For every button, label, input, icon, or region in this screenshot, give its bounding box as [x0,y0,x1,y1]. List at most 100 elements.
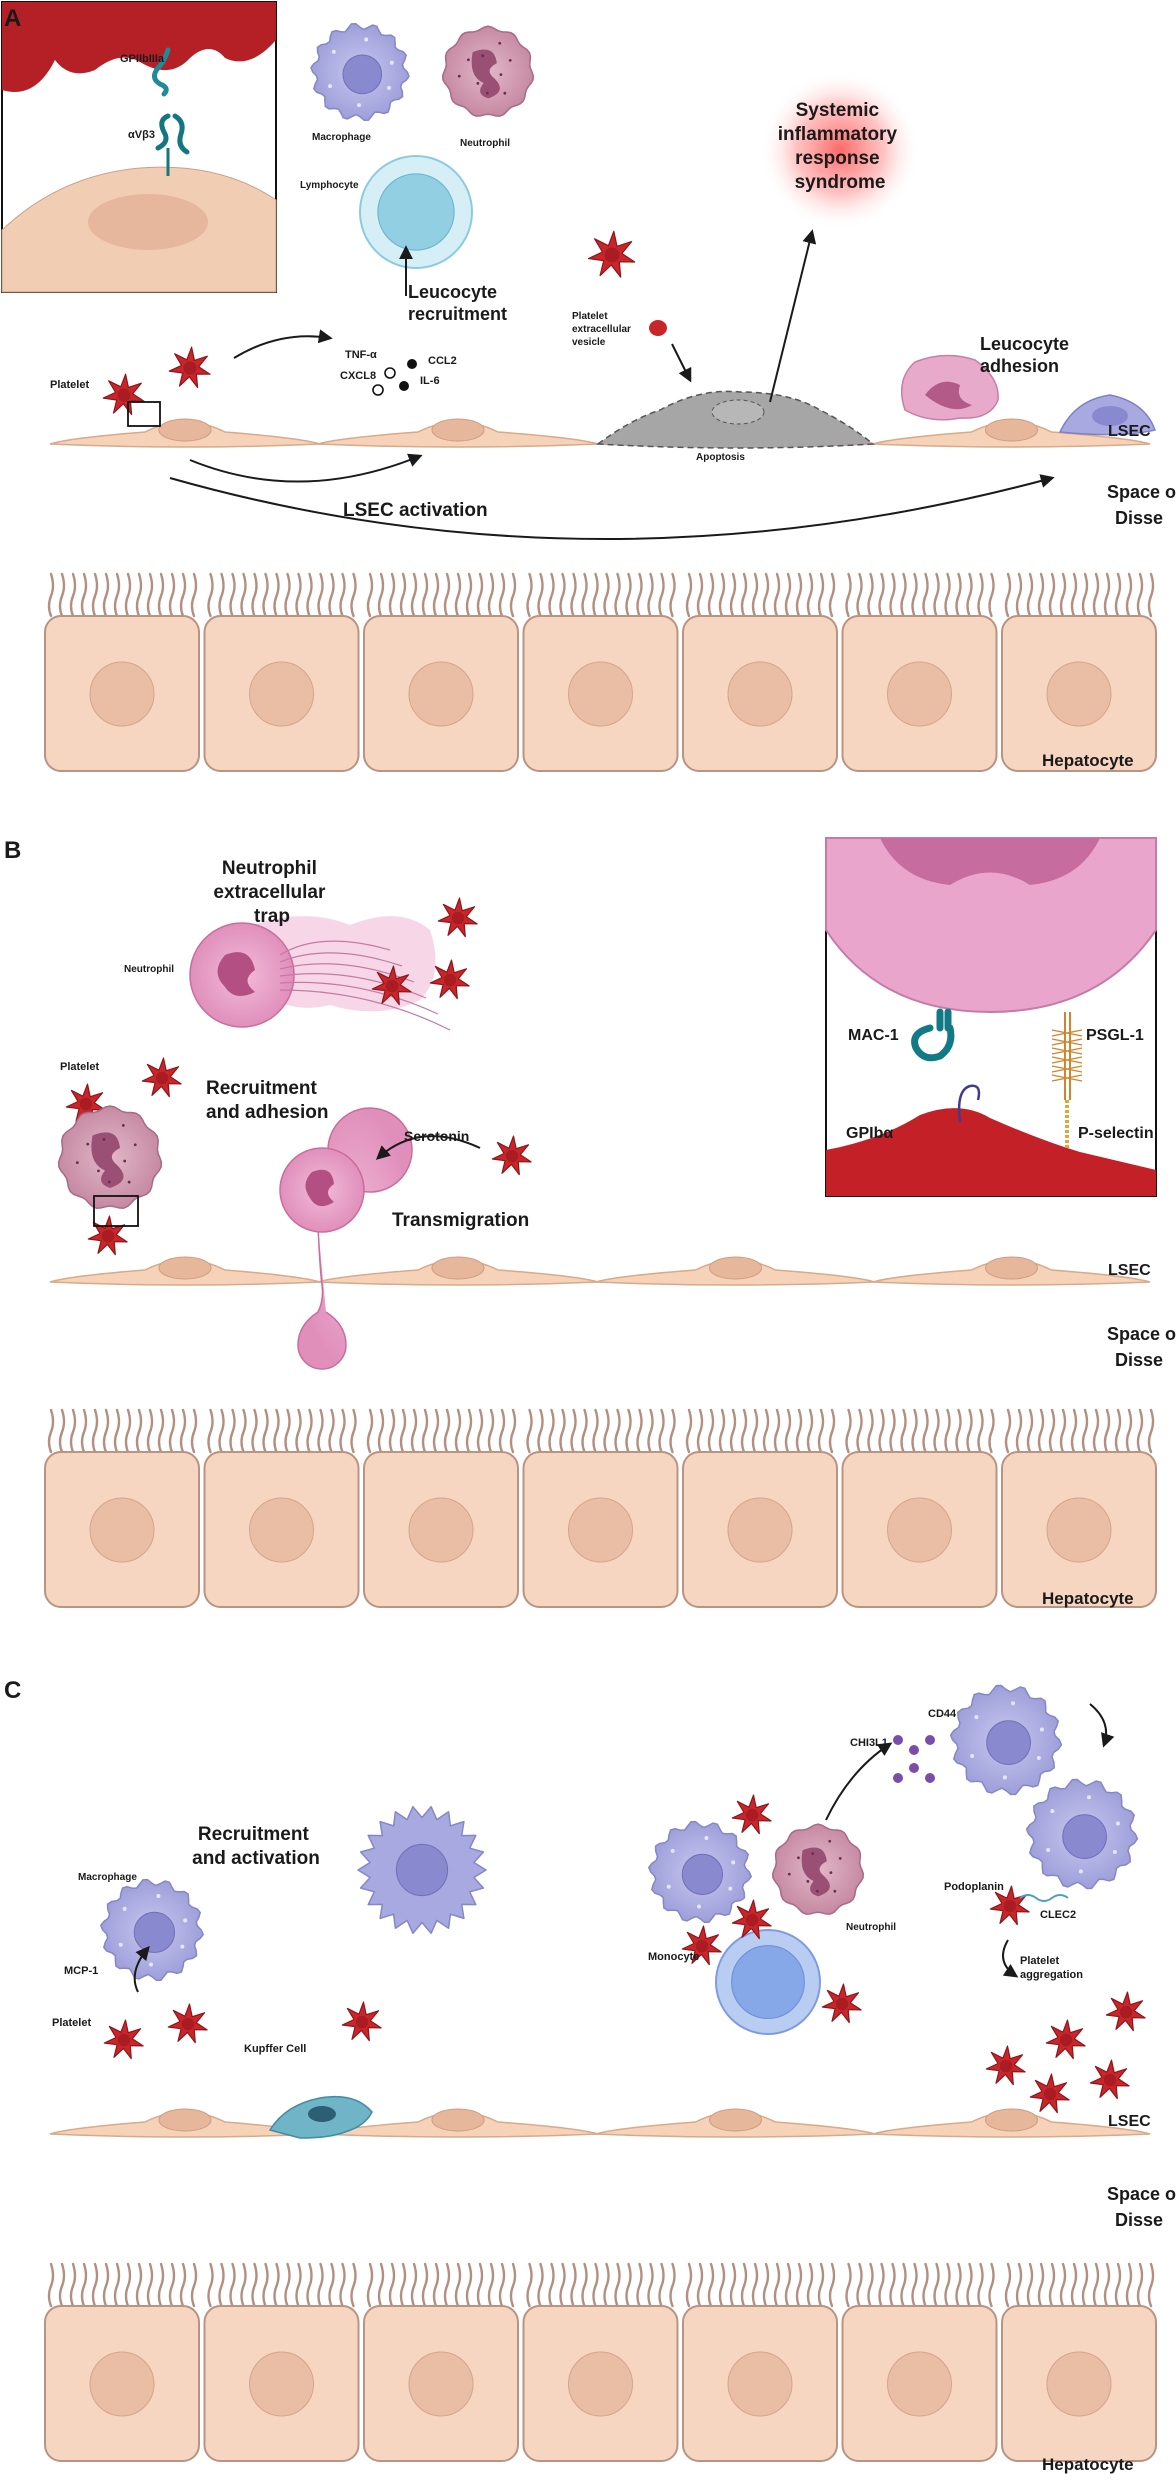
microvillus [559,2262,566,2308]
neutrophil-granule [498,41,502,45]
macrophage-granule [666,1884,671,1889]
microvillus [592,1408,599,1454]
microvillus [306,572,313,618]
platelet-c4 [731,1794,772,1835]
platelet-vesicle [649,320,667,336]
microvillus [421,572,429,618]
microvillus [240,1408,247,1454]
psgl1-chain [1051,1056,1083,1064]
mac1-receptor [911,1008,955,1062]
inset-a [1,1,277,293]
lsec-layer-b [49,1256,1151,1286]
microvillus [603,572,610,618]
microvillus [718,572,726,618]
microvillus [465,2262,473,2308]
microvillus [80,2262,88,2308]
neutrophil-granule [97,1169,100,1173]
microvillus [718,1408,726,1454]
microvillus [498,572,506,618]
microvillus [900,2262,907,2308]
macrophage-icon-c [99,1878,205,1982]
cd44-label: CD44 [928,1708,957,1720]
platelet-core [505,1149,519,1163]
gpiba-receptor [957,1084,981,1123]
microvillus [58,572,66,618]
pev-label: Platelet extracellular vesicle [572,311,634,348]
macrophage-nucleus [342,54,383,95]
neutrophil-granule [838,1856,842,1860]
microvillus [146,2262,154,2308]
microvillus [856,1408,863,1454]
space-of-disse-label-c: Space of Disse [1107,2184,1176,2230]
platelet-core [1043,2087,1057,2101]
platelet-net-2 [371,965,412,1006]
panel-c-letter: C [4,1677,21,1704]
net-strand [279,981,439,1015]
microvillus [366,2262,374,2308]
microvillus [284,572,291,618]
microvillus [526,1408,533,1454]
macrophage-granule [180,1944,185,1949]
microvillus [218,1408,225,1454]
microvillus [229,572,236,618]
macrophage-granule [704,1836,709,1841]
microvillus [1048,2262,1056,2308]
microvillus [262,1408,269,1454]
microvillus [614,1408,621,1454]
kupffer-nucleus [308,2106,336,2122]
neutrophil-granule [815,1889,819,1893]
microvillus [487,572,495,618]
hepatocyte-nucleus [1046,2351,1112,2417]
net-strand [279,952,403,967]
net-strand [279,940,391,956]
sirs-glow [760,70,920,230]
macrophage-granule [1002,1775,1007,1780]
microvillus [229,1408,236,1454]
microvillus [856,572,863,618]
microvillus [955,572,962,618]
neutrophil-label-b: Neutrophil [124,964,174,975]
microvillus [1114,2262,1122,2308]
mac1-label: MAC-1 [848,1027,899,1044]
microvillus [795,2262,803,2308]
recruitment-adhesion-label: Recruitment and adhesion [206,1078,328,1123]
microvillus [1004,1408,1012,1454]
platelet-core [117,2033,131,2047]
microvillus [339,572,346,618]
microvillus [806,1408,814,1454]
neutrophil-icon-c [771,1823,865,1915]
microvillus [784,1408,792,1454]
microvillus [900,1408,907,1454]
microvillus [647,572,654,618]
macrophage-granule [156,1894,161,1899]
microvillus [410,572,418,618]
space-of-disse-label-b: Space of Disse [1107,1324,1176,1370]
hepatocyte-nucleus [89,661,155,727]
hepatocyte-nucleus [568,1497,633,1563]
panel-a: A GPIIbIIIa αVβ3 Macrophage Neutrophil L… [4,5,1176,770]
microvillus [889,572,896,618]
platelet-label-c: Platelet [52,2017,91,2029]
microvillus [295,2262,302,2308]
hepatocyte-nucleus [249,2351,314,2417]
microvillus [47,2262,55,2308]
microvillus [69,1408,77,1454]
macrophage-granule [389,60,394,65]
microvillus [273,2262,280,2308]
microvillus [58,2262,66,2308]
platelet-core [1103,2073,1117,2087]
microvillus [1015,572,1023,618]
microvillus [878,572,885,618]
microvillus [889,1408,896,1454]
arrow-macrophage-cycle [1089,1703,1115,1748]
microvillus [80,572,88,618]
microvillus [696,2262,704,2308]
platelet-serotonin [491,1135,532,1176]
microvillus [581,572,588,618]
lsec-label-a: LSEC [1108,423,1151,440]
microvillus [817,572,825,618]
microvillus [190,1408,198,1454]
apoptotic-nucleus [711,399,765,425]
platelet-agg-2 [1045,2019,1086,2060]
neutrophil-label-c: Neutrophil [846,1922,896,1933]
